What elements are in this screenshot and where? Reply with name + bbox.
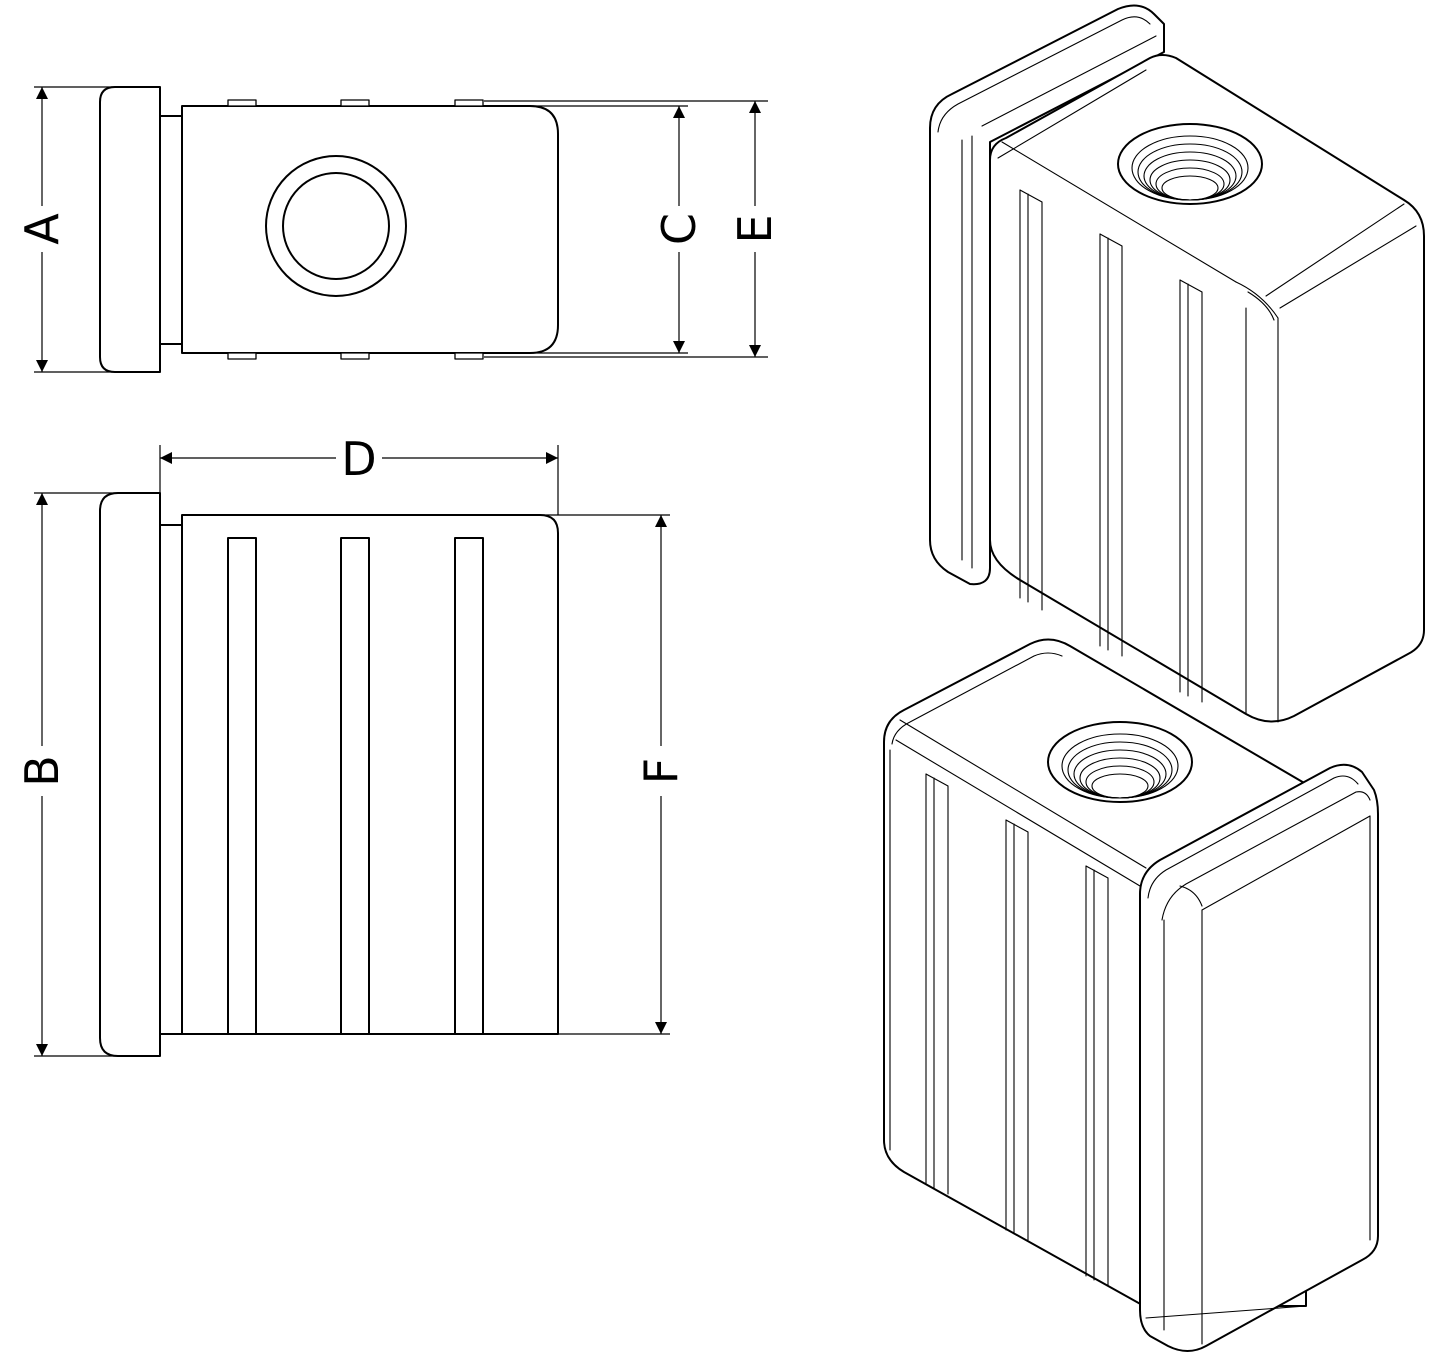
label-b: B [15,755,69,787]
top-view-hole-inner [282,172,390,280]
dimension-labels: A C E D B F [15,213,782,787]
side-view-rib [340,537,370,1035]
top-view-hole-outer [265,155,407,297]
top-view-flange [99,86,161,373]
top-view-body [181,105,559,354]
side-view-rib [454,537,484,1035]
label-e: E [728,214,782,243]
label-c: C [652,213,706,245]
top-view-ribs [227,99,484,360]
isometric-view-upper [929,4,1425,723]
label-d: D [341,432,376,486]
side-view-neck [159,524,183,1035]
lower-flange [1139,763,1379,1352]
top-view [99,86,559,373]
isometric-view-lower [883,638,1379,1352]
label-f: F [634,758,688,784]
label-a: A [15,213,69,245]
lower-threaded-hole [1047,721,1193,803]
side-view [99,492,559,1057]
upper-flange [929,4,1165,586]
top-view-neck [159,115,183,345]
side-view-flange [99,492,161,1057]
side-view-rib [227,537,257,1035]
upper-threaded-hole [1117,123,1263,205]
dimension-lines [34,86,768,1057]
upper-body [989,54,1425,723]
